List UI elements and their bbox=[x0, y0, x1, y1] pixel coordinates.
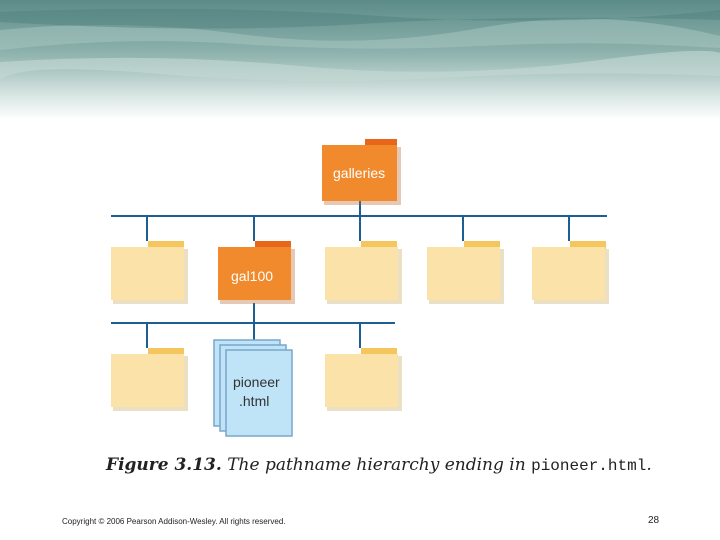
caption-text: The pathname hierarchy ending in bbox=[227, 455, 526, 475]
folder-level1-1 bbox=[111, 241, 188, 304]
file-stack-icon bbox=[213, 339, 293, 437]
folder-gal100: gal100 bbox=[218, 241, 295, 304]
folder-icon bbox=[427, 241, 504, 304]
caption-end: . bbox=[646, 455, 652, 475]
folder-label-gal100: gal100 bbox=[231, 268, 273, 284]
file-label-html: .html bbox=[239, 393, 269, 409]
page-number: 28 bbox=[648, 515, 660, 526]
folder-level2-3 bbox=[325, 348, 402, 411]
file-label-pioneer: pioneer bbox=[233, 374, 280, 390]
folder-icon bbox=[532, 241, 609, 304]
folder-level2-1 bbox=[111, 348, 188, 411]
folder-label-galleries: galleries bbox=[333, 165, 385, 181]
connectors bbox=[111, 200, 607, 348]
folder-icon bbox=[111, 348, 188, 411]
folder-level1-4 bbox=[427, 241, 504, 304]
folder-icon bbox=[325, 348, 402, 411]
folder-icon bbox=[322, 139, 401, 205]
file-pioneer-html: pioneer .html bbox=[213, 339, 293, 437]
folder-level1-3 bbox=[325, 241, 402, 304]
caption-figure-number: Figure 3.13. bbox=[106, 455, 222, 475]
folder-icon bbox=[218, 241, 295, 304]
banner-image bbox=[0, 0, 720, 120]
folder-galleries: galleries bbox=[322, 139, 401, 205]
figure-caption: Figure 3.13. The pathname hierarchy endi… bbox=[106, 455, 652, 475]
copyright-notice: Copyright © 2006 Pearson Addison-Wesley.… bbox=[62, 517, 286, 526]
folder-icon bbox=[111, 241, 188, 304]
caption-code: pioneer.html bbox=[531, 457, 647, 475]
folder-level1-5 bbox=[532, 241, 609, 304]
folder-icon bbox=[325, 241, 402, 304]
